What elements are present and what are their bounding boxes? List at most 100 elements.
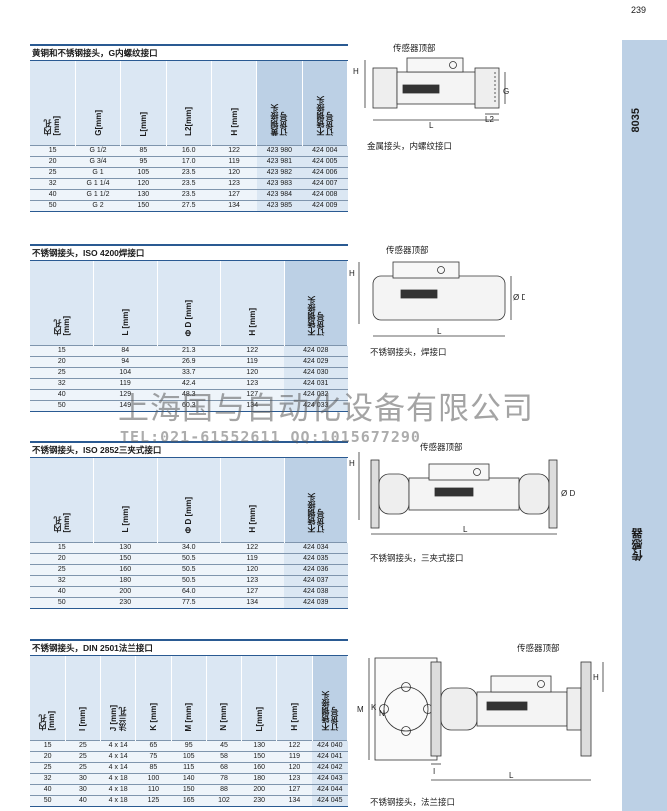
table-cell: 23.5	[166, 178, 212, 190]
column-header: L [mm]	[93, 458, 158, 543]
table-cell: 85	[135, 762, 172, 774]
table-cell: 424 039	[284, 597, 348, 609]
section-title: 不锈钢接头，ISO 4200焊接口	[30, 244, 348, 261]
table-cell: 230	[241, 795, 277, 807]
table-cell: G 1 1/4	[75, 178, 121, 190]
table-cell: 424 033	[284, 400, 348, 412]
table-cell: G 1 1/2	[75, 189, 121, 201]
diagram-3-top-label: 传感器顶部	[420, 442, 463, 452]
column-header-label: Φ D [mm]	[184, 496, 194, 533]
column-header: H [mm]	[276, 656, 313, 741]
column-header: M [mm]	[171, 656, 207, 741]
column-header-label: I [mm]	[78, 707, 88, 731]
table-cell: 30	[65, 773, 101, 785]
section-title: 不锈钢接头，DIN 2501法兰接口	[30, 639, 348, 656]
table-cell: 15	[30, 542, 94, 554]
table-cell: 104	[93, 367, 157, 379]
column-header-label: G[mm]	[93, 110, 103, 136]
table-cell: 160	[93, 564, 157, 576]
table-cell: 424 038	[284, 586, 348, 598]
table-cell: 424 042	[312, 762, 348, 774]
table-cell: 50	[30, 597, 94, 609]
column-header: I [mm]	[65, 656, 102, 741]
column-header-label: H [mm]	[247, 308, 257, 336]
table-cell: G 1/2	[75, 145, 121, 157]
column-header: N [mm]	[206, 656, 243, 741]
section-weld: 不锈钢接头，ISO 4200焊接口内孔 [mm] L [mm] Φ D [mm] H …	[30, 244, 348, 412]
table-cell: 4 x 14	[100, 751, 136, 763]
table-cell: 120	[220, 367, 284, 379]
dim-h: H	[349, 269, 355, 278]
dim-l: L	[429, 121, 434, 130]
table-cell: 40	[30, 389, 94, 401]
table-cell: 424 028	[284, 345, 348, 357]
table-cell: 84	[93, 345, 157, 357]
column-header-label: L[mm]	[254, 706, 264, 731]
table-cell: 424 044	[312, 784, 348, 796]
column-header-label: L [mm]	[120, 506, 130, 533]
table-cell: 119	[220, 553, 284, 565]
section-threaded: 黄铜和不锈钢接头，G内螺纹接口内孔 [mm]G[mm]L[mm]L2[mm]H …	[30, 44, 349, 212]
sidebar-category: 传感器	[632, 528, 644, 561]
table-cell: 423 983	[256, 178, 303, 190]
column-header-label: H [mm]	[289, 703, 299, 731]
column-header-label: L[mm]	[138, 111, 148, 136]
table-cell: 77.5	[157, 597, 221, 609]
table-cell: 26.9	[157, 356, 221, 368]
table-cell: 16.0	[166, 145, 212, 157]
table-cell: 4 x 18	[100, 795, 136, 807]
diagram-2-top-label: 传感器顶部	[386, 245, 429, 255]
table-cell: 95	[120, 156, 167, 168]
column-header-label: L2[mm]	[184, 107, 194, 136]
column-header-label: 不锈钢接头 订货号	[306, 296, 325, 336]
dim-l: L	[463, 525, 468, 534]
table-cell: 150	[171, 784, 207, 796]
table-cell: 58	[206, 751, 242, 763]
table-cell: 4 x 18	[100, 784, 136, 796]
table-cell: 4 x 14	[100, 740, 136, 752]
column-header-label: 不锈钢接头 订货号	[315, 96, 334, 136]
column-header-label: 内孔 [mm]	[52, 316, 71, 336]
table-cell: 424 029	[284, 356, 348, 368]
table-cell: 127	[211, 189, 257, 201]
table-cell: 120	[220, 564, 284, 576]
table-cell: 50.5	[157, 564, 221, 576]
table-cell: 45	[206, 740, 242, 752]
table-cell: 134	[276, 795, 313, 807]
table-cell: 102	[206, 795, 242, 807]
column-header: L[mm]	[120, 61, 167, 146]
table-cell: 60.3	[157, 400, 221, 412]
column-header: H [mm]	[220, 261, 285, 346]
table-cell: 40	[30, 784, 66, 796]
column-header: J [mm] 法兰孔	[100, 656, 137, 741]
column-header-label: Φ D [mm]	[184, 299, 194, 336]
table-cell: 23.5	[166, 167, 212, 179]
table-cell: 50	[30, 400, 94, 412]
diagram-1-top-label: 传感器顶部	[393, 43, 436, 53]
dim-d: Ø D	[513, 293, 525, 302]
table-cell: 130	[120, 189, 167, 201]
table-cell: 424 030	[284, 367, 348, 379]
column-header: Φ D [mm]	[157, 261, 221, 346]
table-cell: 25	[30, 367, 94, 379]
table-cell: 32	[30, 575, 94, 587]
table-cell: 75	[135, 751, 172, 763]
table-cell: 20	[30, 156, 76, 168]
column-header: 内孔 [mm]	[30, 61, 76, 146]
table-cell: 140	[171, 773, 207, 785]
column-header: L [mm]	[93, 261, 158, 346]
table-cell: 180	[241, 773, 277, 785]
table-cell: 64.0	[157, 586, 221, 598]
